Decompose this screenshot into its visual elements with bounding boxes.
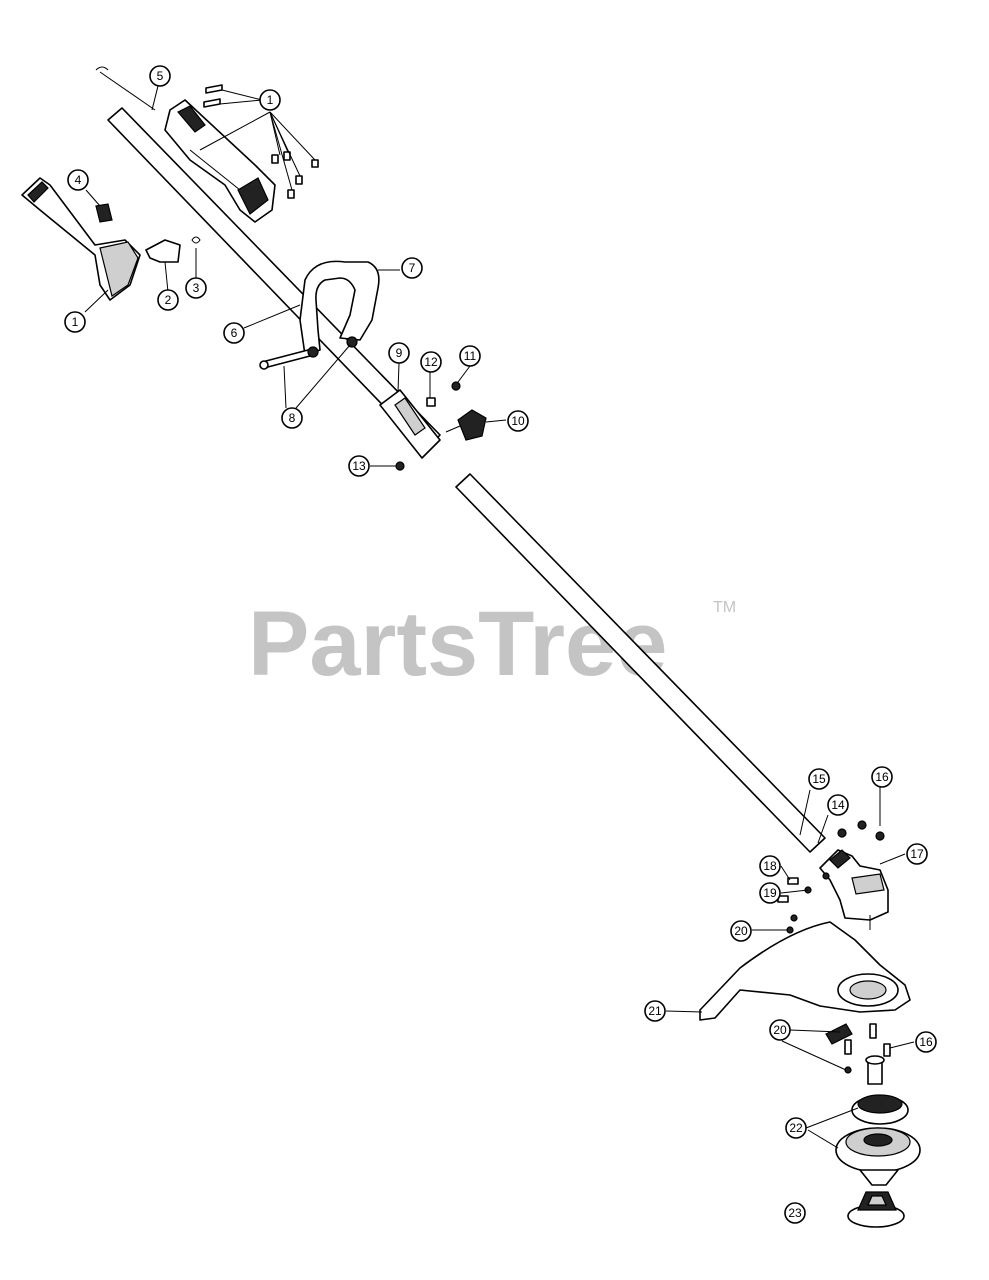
callout-13[interactable]: 13 (348, 455, 370, 477)
svg-text:12: 12 (424, 355, 438, 369)
callout-22[interactable]: 22 (785, 1117, 807, 1139)
svg-text:20: 20 (773, 1023, 787, 1037)
spool-assembly (835, 1094, 921, 1186)
callout-2[interactable]: 2 (157, 289, 179, 311)
watermark-text: PartsTree (248, 593, 667, 695)
debris-guard (699, 921, 911, 1021)
callout-10[interactable]: 10 (507, 410, 529, 432)
callout-19[interactable]: 19 (759, 882, 781, 904)
callout-5[interactable]: 5 (149, 65, 171, 87)
callout-7[interactable]: 7 (401, 257, 423, 279)
callout-3[interactable]: 3 (185, 277, 207, 299)
callout-6[interactable]: 6 (223, 322, 245, 344)
svg-text:3: 3 (193, 281, 200, 295)
svg-text:10: 10 (511, 414, 525, 428)
callout-9[interactable]: 9 (388, 342, 410, 364)
svg-text:23: 23 (788, 1206, 802, 1220)
callout-16[interactable]: 16 (915, 1031, 937, 1053)
svg-text:9: 9 (396, 346, 403, 360)
svg-text:20: 20 (734, 924, 748, 938)
svg-text:5: 5 (157, 69, 164, 83)
svg-text:1: 1 (267, 93, 274, 107)
svg-text:6: 6 (231, 326, 238, 340)
svg-text:2: 2 (165, 293, 172, 307)
small-parts-234 (95, 203, 201, 263)
handle-half-left (21, 177, 141, 301)
callouts: 1 1 2 3 4 5 6 7 8 9 10 11 12 13 14 15 16… (64, 65, 937, 1224)
callout-16[interactable]: 16 (871, 766, 893, 788)
svg-text:16: 16 (875, 770, 889, 784)
svg-text:18: 18 (763, 859, 777, 873)
svg-text:21: 21 (648, 1004, 662, 1018)
spool-cap (847, 1191, 905, 1228)
callout-4[interactable]: 4 (67, 169, 89, 191)
callout-21[interactable]: 21 (644, 1000, 666, 1022)
svg-text:19: 19 (763, 886, 777, 900)
svg-text:15: 15 (812, 772, 826, 786)
svg-text:14: 14 (831, 798, 845, 812)
watermark-tm: TM (713, 599, 736, 616)
callout-1[interactable]: 1 (259, 89, 281, 111)
svg-text:11: 11 (464, 349, 477, 363)
callout-1[interactable]: 1 (64, 311, 86, 333)
lower-shaft (455, 473, 826, 853)
coupler-knob (395, 381, 487, 471)
callout-12[interactable]: 12 (420, 351, 442, 373)
svg-text:8: 8 (289, 411, 296, 425)
callout-20[interactable]: 20 (730, 920, 752, 942)
svg-text:17: 17 (910, 847, 924, 861)
callout-17[interactable]: 17 (906, 843, 928, 865)
upper-shaft (95, 66, 441, 451)
callout-8[interactable]: 8 (281, 407, 303, 429)
svg-text:1: 1 (72, 315, 79, 329)
svg-text:22: 22 (789, 1121, 803, 1135)
callout-11[interactable]: 11 (459, 345, 481, 367)
svg-text:4: 4 (75, 173, 82, 187)
svg-text:13: 13 (352, 459, 366, 473)
leader-lines (84, 85, 915, 1149)
shaft-coupler (379, 389, 441, 459)
callout-14[interactable]: 14 (827, 794, 849, 816)
gear-head (819, 820, 889, 930)
callout-18[interactable]: 18 (759, 855, 781, 877)
callout-15[interactable]: 15 (808, 768, 830, 790)
handle-housing-top (164, 99, 276, 223)
svg-text:16: 16 (919, 1035, 933, 1049)
callout-20[interactable]: 20 (769, 1019, 791, 1041)
lower-hardware (825, 1023, 891, 1085)
assist-handle (259, 260, 380, 370)
callout-23[interactable]: 23 (784, 1202, 806, 1224)
svg-text:7: 7 (409, 261, 416, 275)
